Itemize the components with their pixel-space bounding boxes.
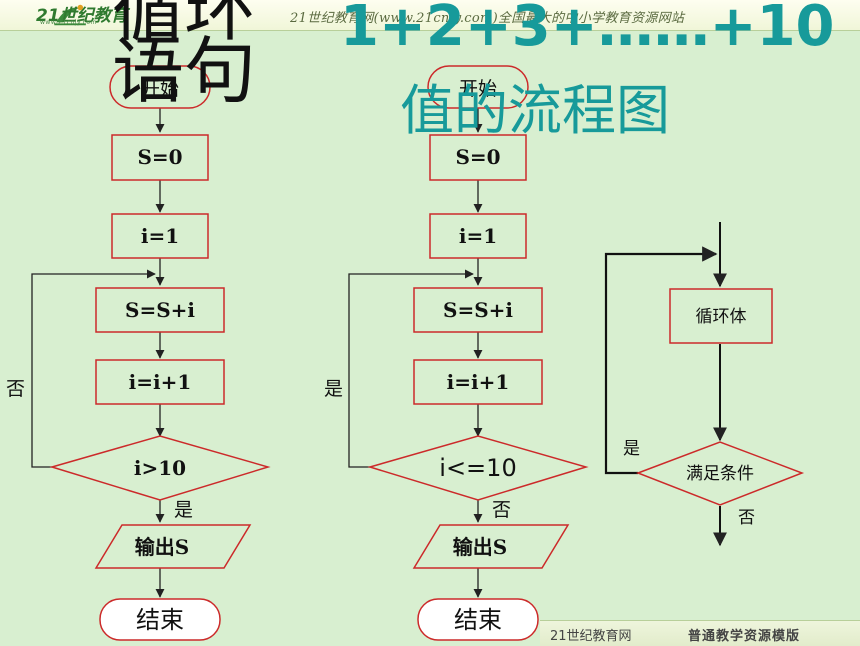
- loop-yes-label: 是: [623, 439, 640, 459]
- end-b: [417, 598, 539, 641]
- flowchart-c: [604, 222, 727, 547]
- s-update-b-label: S=S+i: [443, 298, 513, 322]
- logo-text: 21世纪教育: [36, 6, 128, 26]
- loop-condition-label: 满足条件: [686, 464, 754, 484]
- flowchart-b: [348, 108, 483, 598]
- end-a-label: 结束: [136, 606, 184, 634]
- logo-icon: [54, 4, 86, 26]
- start-b-label: 开始: [459, 78, 497, 100]
- title-left-line1: 循环: [112, 0, 257, 51]
- i-update-b: [413, 359, 543, 405]
- title-left-line2: 语句: [112, 29, 257, 113]
- logo-url: www.21cnjy.com: [40, 19, 97, 26]
- output-b: [412, 524, 570, 569]
- footer-bar: 21世纪教育网 普通教学资源模版: [540, 620, 860, 646]
- footer-template: 普通教学资源模版: [688, 629, 801, 644]
- i-init-b-label: i=1: [459, 224, 497, 248]
- i-init-a: [111, 213, 209, 259]
- s-update-a-label: S=S+i: [125, 298, 195, 322]
- footer-site: 21世纪教育网: [550, 629, 632, 644]
- no-a-label: 否: [6, 378, 25, 400]
- header-slogan: 21世纪教育网(www.21cnjy.com)全国最大的中小学教育资源网站: [290, 11, 685, 26]
- s-update-b: [413, 287, 543, 333]
- title-right-line2: 值的流程图: [400, 79, 670, 142]
- i-update-a: [95, 359, 225, 405]
- condition-a: [49, 435, 271, 501]
- i-init-a-label: i=1: [141, 224, 179, 248]
- start-a: [109, 65, 211, 109]
- s-init-b: [429, 134, 527, 181]
- s-init-a-label: S=0: [137, 145, 182, 169]
- loop-body-box: [669, 288, 773, 344]
- s-init-a: [111, 134, 209, 181]
- yes-a-label: 是: [174, 499, 193, 521]
- s-update-a: [95, 287, 225, 333]
- output-b-label: 输出S: [453, 535, 507, 559]
- condition-a-label: i>10: [134, 456, 186, 480]
- output-a: [94, 524, 252, 569]
- start-b: [427, 65, 529, 109]
- output-a-label: 输出S: [135, 535, 189, 559]
- flowchart-a: [31, 108, 165, 598]
- loop-condition: [635, 441, 805, 506]
- start-a-label: 开始: [141, 78, 179, 100]
- header-bar: 21世纪教育 www.21cnjy.com 21世纪教育网(www.21cnjy…: [0, 0, 860, 31]
- end-a: [99, 598, 221, 641]
- loop-no-label: 否: [738, 508, 755, 528]
- yes-b-label: 是: [324, 378, 343, 400]
- no-b-label: 否: [492, 499, 511, 521]
- i-init-b: [429, 213, 527, 259]
- i-update-a-label: i=i+1: [129, 370, 192, 394]
- title-right-line1: 1+2+3+……+10: [340, 0, 835, 59]
- condition-b-label: i<=10: [439, 454, 516, 482]
- s-init-b-label: S=0: [455, 145, 500, 169]
- i-update-b-label: i=i+1: [447, 370, 510, 394]
- end-b-label: 结束: [454, 606, 502, 634]
- condition-b: [367, 435, 589, 501]
- loop-body-label: 循环体: [696, 307, 747, 327]
